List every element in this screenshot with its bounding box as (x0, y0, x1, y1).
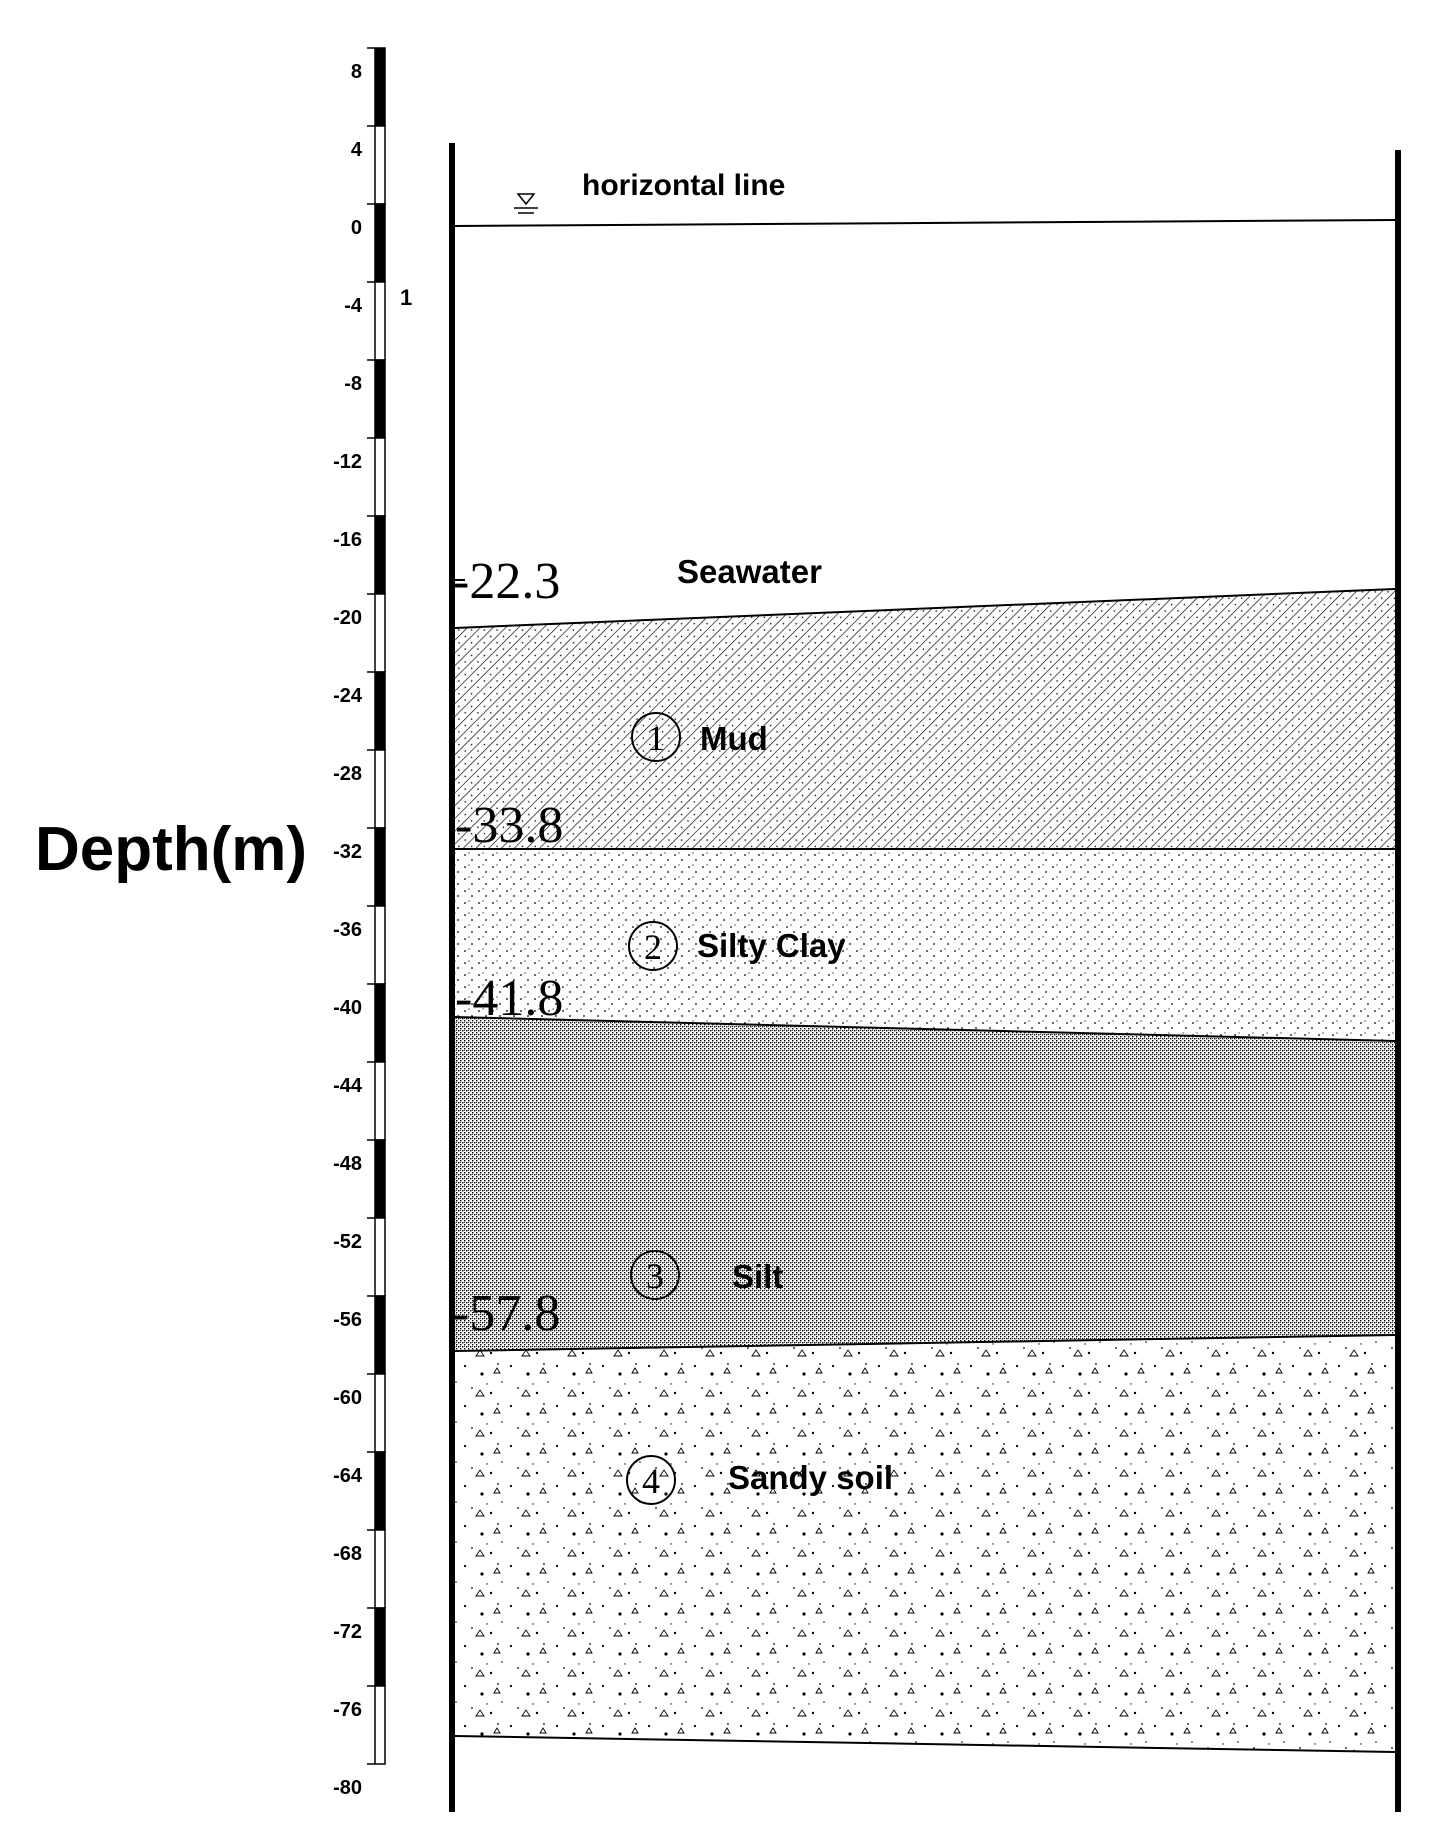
scale-segment (374, 359, 386, 439)
depth-tick-label: -24 (333, 685, 363, 707)
depth-tick-label: -52 (333, 1231, 362, 1253)
elevation-label-silty-clay: -33.8 (455, 797, 563, 854)
layer-sandy-soil-fill (455, 1335, 1395, 1752)
depth-tick-label: -60 (333, 1387, 362, 1409)
layer-silty-clay-fill (455, 849, 1395, 1041)
depth-tick-label: -36 (333, 919, 362, 941)
scale-segment (374, 1373, 386, 1453)
layer-number-mud: 1 (647, 718, 665, 758)
depth-tick-label: -32 (333, 841, 362, 863)
water-level-icon (514, 193, 538, 214)
depth-tick-label: -40 (333, 997, 362, 1019)
elevation-label-silt: -41.8 (455, 970, 563, 1027)
depth-tick-label: -20 (333, 607, 362, 629)
scale-segment (374, 1685, 386, 1765)
layer-label-sandy-soil: 4 Sandy soil (626, 1455, 893, 1505)
scale-segment (374, 281, 386, 361)
scale-segment (374, 125, 386, 205)
scale-segment (374, 1529, 386, 1609)
depth-tick-label: -56 (333, 1309, 362, 1331)
boundary-seawater-mud (454, 588, 1396, 629)
depth-tick-label: -28 (333, 763, 362, 785)
scale-segment (374, 1607, 386, 1687)
depth-scale-labels: 8 4 0 -4 -8 -12 -16 -20 -24 -28 -32 -36 -40 -44 -48 -52… (333, 61, 363, 1799)
depth-tick-label: 8 (351, 61, 362, 83)
layer-number-silty-clay: 2 (644, 927, 662, 967)
layer-label-silt: 3 Silt (630, 1250, 783, 1300)
depth-tick-label: -12 (333, 451, 362, 473)
scale-segment (374, 1139, 386, 1219)
elevation-silt-top: -41.8 (455, 970, 563, 1027)
depth-tick-label: 4 (351, 139, 363, 161)
scale-segment (374, 983, 386, 1063)
scale-segment (374, 1295, 386, 1375)
depth-tick-label: -16 (333, 529, 362, 551)
depth-axis-title: Depth(m) (35, 815, 307, 884)
scale-segment (374, 203, 386, 283)
layer-silt-fill (455, 1017, 1395, 1351)
elevation-sandy-soil-top: -57.8 (452, 1285, 560, 1342)
depth-tick-label: 0 (351, 217, 362, 239)
scale-marker-label: 1 (400, 285, 412, 310)
scale-segment (374, 749, 386, 829)
scale-segment (374, 1217, 386, 1297)
scale-segment (374, 593, 386, 673)
layer-number-silt: 3 (646, 1256, 664, 1296)
elevation-mud-top: -22.3 (452, 553, 560, 610)
water-surface-line (454, 219, 1396, 227)
scale-segment (374, 47, 386, 127)
depth-tick-label: -76 (333, 1699, 362, 1721)
depth-tick-label: -44 (333, 1075, 363, 1097)
elevation-label-mud: -22.3 (452, 553, 560, 610)
depth-tick-label: -64 (333, 1465, 363, 1487)
boundary-silty-clay-silt (454, 1016, 1396, 1042)
layer-name-silt: Silt (732, 1258, 783, 1295)
layer-label-mud: 1 Mud (631, 712, 768, 762)
water-surface-label: horizontal line (582, 169, 785, 202)
boundary-bottom (454, 1735, 1396, 1753)
layer-label-seawater: Seawater (677, 553, 822, 590)
layer-number-sandy-soil: 4 (642, 1461, 660, 1501)
depth-scale-bar (367, 47, 386, 1765)
layer-name-silty-clay: Silty Clay (697, 927, 846, 964)
depth-tick-label: -80 (333, 1777, 362, 1799)
scale-segment (374, 515, 386, 595)
elevation-silty-clay-top: -33.8 (455, 797, 563, 854)
depth-tick-label: -4 (344, 295, 363, 317)
depth-tick-label: -72 (333, 1621, 362, 1643)
elevation-label-sandy-soil: -57.8 (452, 1285, 560, 1342)
scale-segment (374, 827, 386, 907)
depth-tick-label: -68 (333, 1543, 362, 1565)
scale-segment (374, 905, 386, 985)
layer-name-sandy-soil: Sandy soil (728, 1459, 893, 1496)
depth-tick-label: -8 (344, 373, 362, 395)
layer-name-mud: Mud (700, 720, 768, 757)
scale-segment (374, 437, 386, 517)
layer-label-silty-clay: 2 Silty Clay (628, 921, 846, 971)
scale-segment (374, 671, 386, 751)
scale-segment (374, 1061, 386, 1141)
layer-mud-fill (455, 589, 1395, 849)
boundary-silt-sandy-soil (454, 1334, 1396, 1352)
depth-tick-label: -48 (333, 1153, 362, 1175)
scale-segment (374, 1451, 386, 1531)
